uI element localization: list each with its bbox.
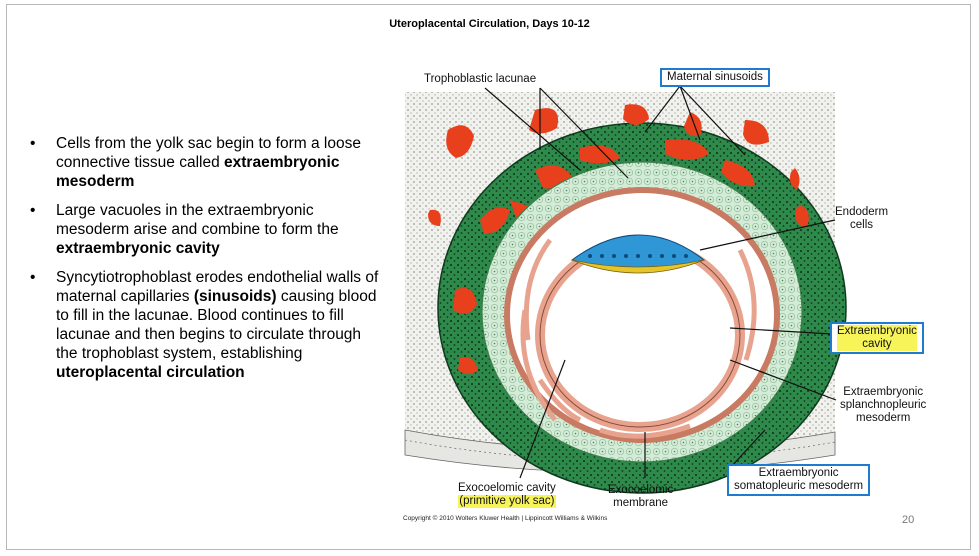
maternal-sinusoids — [428, 104, 809, 229]
label-extraembryonic-cavity: Extraembryonic cavity — [830, 322, 924, 354]
copyright-notice: Copyright © 2010 Wolters Kluwer Health |… — [403, 515, 608, 522]
bullet-item: Large vacuoles in the extraembryonic mes… — [26, 201, 386, 258]
leader-lines — [484, 85, 837, 479]
bullet-item: Syncytiotrophoblast erodes endothelial w… — [26, 268, 386, 382]
label-endoderm-cells: Endoderm cells — [835, 206, 889, 231]
slide-frame — [6, 4, 971, 550]
uteroplacental-diagram: Trophoblastic lacunae Maternal sinusoids… — [400, 60, 945, 530]
slide-title: Uteroplacental Circulation, Days 10-12 — [389, 18, 590, 30]
bullet-item: Cells from the yolk sac begin to form a … — [26, 134, 386, 191]
hypoblast — [571, 259, 705, 274]
label-exocoelomic-cavity: Exocoelomic cavity (primitive yolk sac) — [458, 482, 556, 508]
label-exocoelomic-membrane: Exocoelomic membrane — [608, 484, 674, 509]
page-number: 20 — [902, 514, 915, 526]
label-maternal-sinusoids: Maternal sinusoids — [660, 68, 770, 87]
label-trophoblastic-lacunae: Trophoblastic lacunae — [424, 73, 537, 85]
label-splanchnopleuric-mesoderm: Extraembryonic splanchnopleuric mesoderm — [840, 386, 927, 424]
label-somatopleuric-mesoderm: Extraembryonic somatopleuric mesoderm — [727, 464, 871, 496]
trophoblastic-lacunae — [453, 139, 795, 374]
bullet-list: Cells from the yolk sac begin to form a … — [26, 134, 386, 392]
embryo-illustration — [404, 85, 847, 494]
